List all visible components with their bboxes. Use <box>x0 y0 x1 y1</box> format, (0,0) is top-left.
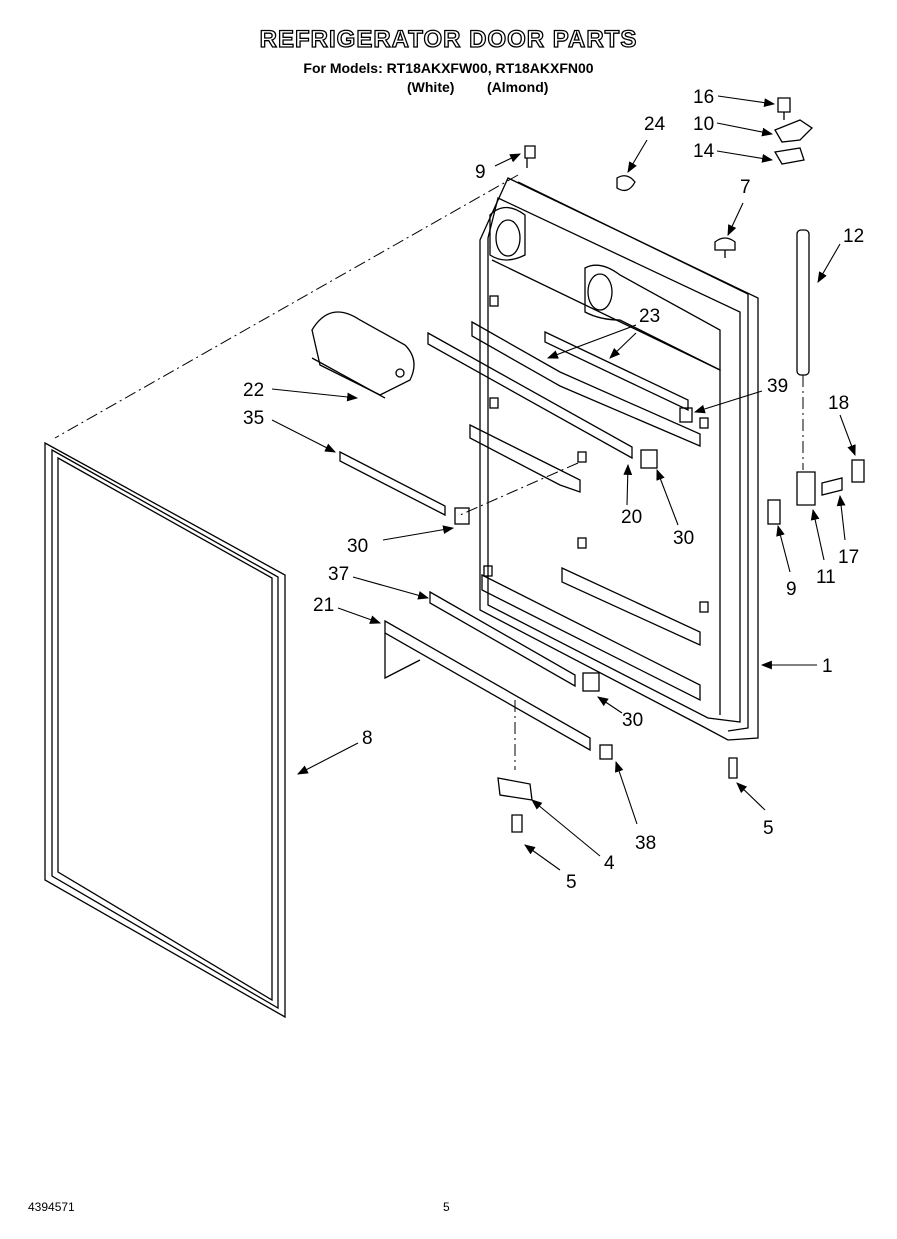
hinge-11 <box>796 471 816 506</box>
models-line: For Models: RT18AKXFW00, RT18AKXFN00 <box>303 60 594 76</box>
callout-17: 17 <box>838 547 859 568</box>
clip-30-c <box>582 672 600 692</box>
callout-30-b: 30 <box>347 536 368 557</box>
page-number: 5 <box>443 1200 450 1214</box>
shelf-bar-20 <box>427 331 633 460</box>
end-cap-39 <box>679 407 693 423</box>
callout-11: 11 <box>816 567 836 588</box>
document-number: 4394571 <box>28 1200 75 1214</box>
callout-4: 4 <box>604 853 615 874</box>
clip-30-a <box>454 507 470 525</box>
callout-20: 20 <box>621 507 642 528</box>
hinge-bottom-4 <box>497 777 533 801</box>
callout-35: 35 <box>243 408 264 429</box>
callout-10: 10 <box>693 114 714 135</box>
shelf-bar-35 <box>339 450 446 517</box>
alignment-line-top <box>54 174 519 439</box>
callout-24: 24 <box>644 114 666 135</box>
color-label-almond: (Almond) <box>487 79 549 95</box>
hinge-top-10 <box>774 119 814 143</box>
callout-7: 7 <box>740 177 751 198</box>
callout-30-c: 30 <box>622 710 643 731</box>
handle-12 <box>796 229 810 376</box>
callout-9-top: 9 <box>475 162 486 183</box>
callout-14: 14 <box>693 141 715 162</box>
callout-30-a: 30 <box>673 528 694 549</box>
callout-39: 39 <box>767 376 788 397</box>
shelf-bar-37 <box>429 590 576 688</box>
callout-37: 37 <box>328 564 349 585</box>
callout-8: 8 <box>362 728 373 749</box>
end-cap-38 <box>599 744 613 760</box>
screw-16 <box>777 97 791 120</box>
callout-23: 23 <box>639 306 660 327</box>
color-label-white: (White) <box>407 79 455 95</box>
callout-16: 16 <box>693 87 714 108</box>
dairy-door <box>311 311 415 396</box>
callout-18: 18 <box>828 393 849 414</box>
plate-9 <box>767 499 781 525</box>
callout-1: 1 <box>822 656 833 677</box>
cover-18 <box>851 459 865 483</box>
callout-22: 22 <box>243 380 264 401</box>
screw-17 <box>821 477 843 496</box>
callout-12: 12 <box>843 226 864 247</box>
clip-30-b <box>640 449 658 469</box>
shim-14 <box>773 147 805 165</box>
callout-38: 38 <box>635 833 656 854</box>
door-gasket <box>44 441 286 1019</box>
door-liner <box>469 177 759 741</box>
cam-24 <box>616 175 636 192</box>
callout-5-bottom: 5 <box>566 872 577 893</box>
plug-7 <box>714 237 736 258</box>
screw-5-bottom <box>511 814 523 833</box>
callout-5-right: 5 <box>763 818 774 839</box>
screw-5-right <box>728 757 738 779</box>
diagram-title: REFRIGERATOR DOOR PARTS <box>259 25 638 53</box>
callout-21: 21 <box>313 595 334 616</box>
strip-23 <box>544 330 689 412</box>
callout-9-right: 9 <box>786 579 797 600</box>
shelf-bar-21 <box>384 619 591 752</box>
plug-9 <box>524 145 536 168</box>
